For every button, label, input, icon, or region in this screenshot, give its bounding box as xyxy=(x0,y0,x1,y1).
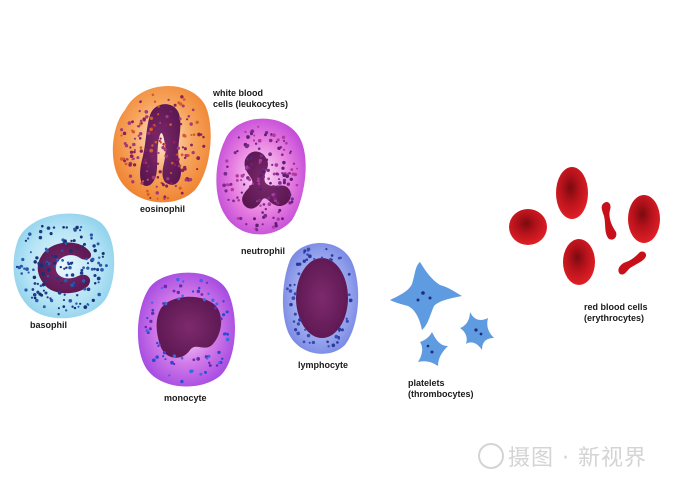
basophil-label: basophil xyxy=(30,320,68,330)
wbc-label-line2: cells (leukocytes) xyxy=(213,99,289,109)
rbc-label-line1: red blood cells xyxy=(584,302,648,312)
eosinophil-cell xyxy=(112,86,211,203)
rbc-label-line2: (erythrocytes) xyxy=(584,313,645,323)
eosinophil-label: eosinophil xyxy=(140,204,185,214)
red-blood-cells xyxy=(509,167,660,285)
monocyte-cell xyxy=(137,272,235,387)
camera-icon xyxy=(478,443,504,469)
watermark-text: 摄图 · 新视界 xyxy=(508,446,647,471)
platelets xyxy=(390,262,494,366)
platelets-label-line2: (thrombocytes) xyxy=(408,389,474,399)
platelets-label-line1: platelets xyxy=(408,378,445,388)
watermark: 摄图 · 新视界 xyxy=(478,440,647,472)
neutrophil-cell xyxy=(216,118,306,235)
basophil-cell xyxy=(13,213,115,319)
wbc-label-line1: white blood xyxy=(213,88,263,98)
lymphocyte-cell xyxy=(282,243,359,354)
monocyte-label: monocyte xyxy=(164,393,207,403)
lymphocyte-label: lymphocyte xyxy=(298,360,349,370)
neutrophil-label: neutrophil xyxy=(241,246,285,256)
